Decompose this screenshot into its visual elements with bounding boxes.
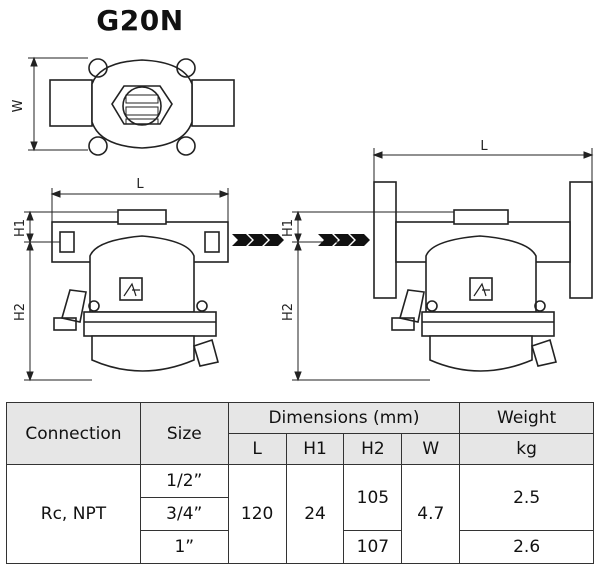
- cell-weight-2: 2.6: [459, 530, 594, 564]
- cell-size-1: 1/2”: [139, 464, 229, 498]
- spec-table: Connection Size Dimensions (mm) Weight L…: [6, 402, 594, 564]
- model-title: G20N: [96, 4, 184, 37]
- header-dimensions: Dimensions (mm): [227, 402, 461, 434]
- label-l-left: L: [136, 177, 144, 192]
- label-h1-right: H1: [281, 219, 296, 237]
- front-view-flanged: [372, 148, 594, 372]
- label-w: W: [11, 99, 26, 112]
- top-view: [49, 58, 235, 156]
- header-h1: H1: [285, 433, 345, 465]
- cell-connection: Rc, NPT: [6, 464, 141, 564]
- h-dimensions-right: [292, 210, 454, 382]
- cell-h1: 24: [285, 464, 345, 564]
- cell-h2-1: 105: [343, 464, 403, 531]
- header-weight: Weight: [459, 402, 594, 434]
- h-dimensions-left: [24, 210, 118, 382]
- header-kg: kg: [459, 433, 594, 465]
- header-h2: H2: [343, 433, 403, 465]
- header-l: L: [227, 433, 287, 465]
- header-connection: Connection: [6, 402, 141, 465]
- header-w: W: [401, 433, 461, 465]
- cell-weight-1: 2.5: [459, 464, 594, 531]
- cell-l: 120: [227, 464, 287, 564]
- cell-h2-2: 107: [343, 530, 403, 564]
- front-view-threaded: [50, 188, 230, 372]
- label-h2-left: H2: [13, 303, 28, 321]
- header-size: Size: [139, 402, 229, 465]
- cell-w: 4.7: [401, 464, 461, 564]
- cell-size-3: 1”: [139, 530, 229, 564]
- transition-arrows: [232, 234, 370, 246]
- label-l-right: L: [480, 139, 488, 154]
- label-h2-right: H2: [281, 303, 296, 321]
- technical-drawing: W L L H1 H2 H1 H2: [11, 56, 594, 382]
- cell-size-2: 3/4”: [139, 497, 229, 531]
- w-dimension: [28, 56, 88, 152]
- label-h1-left: H1: [13, 219, 28, 237]
